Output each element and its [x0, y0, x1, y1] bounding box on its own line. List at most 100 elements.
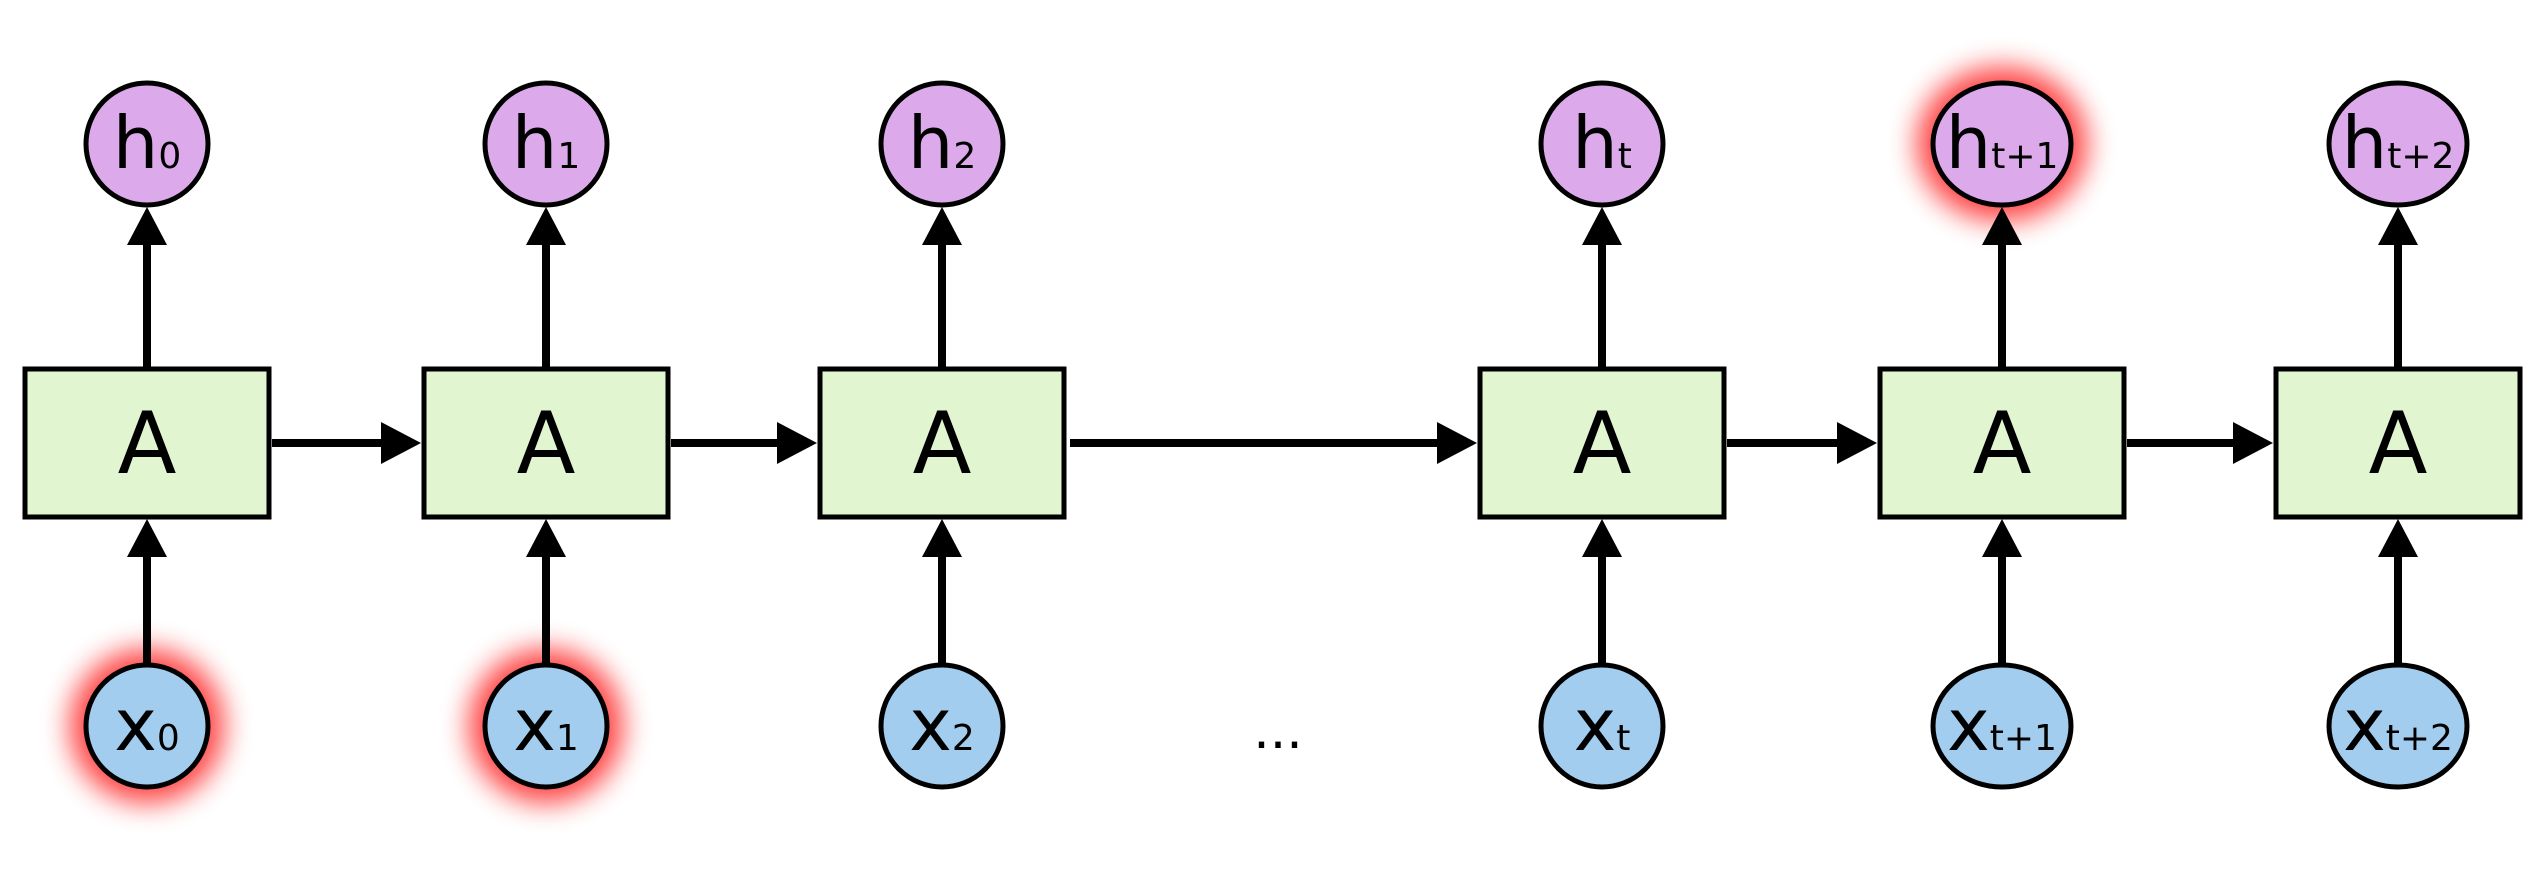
h-node-2-base: h [908, 101, 954, 185]
rnn-cell-0-box [22, 366, 272, 520]
x-node-3-subscript: t [1616, 718, 1630, 759]
rnn-cell-5-label: A [2369, 394, 2428, 494]
x-node-2-base: x [909, 683, 952, 767]
recurrent-arrow-1 [671, 422, 817, 464]
x-node-5-circle [2326, 662, 2470, 790]
output-node-3: ht [1538, 80, 1666, 208]
output-node-2: h2 [878, 80, 1006, 208]
x-node-4-label: xt+1 [1947, 683, 2057, 767]
rnn-cell-5: A [2273, 366, 2523, 520]
input-arrow-1 [526, 519, 566, 665]
output-arrow-1 [526, 207, 566, 369]
input-arrow-2 [922, 519, 962, 665]
h-node-0-subscript: 0 [158, 136, 181, 177]
input-arrow-4 [1982, 519, 2022, 665]
recurrent-arrow-2 [1070, 422, 1477, 464]
rnn-cell-1-box [421, 366, 671, 520]
output-arrow-4 [1982, 207, 2022, 369]
h-node-0-circle [83, 80, 211, 208]
input-node-0: x0 [83, 662, 211, 790]
h-node-1-label: h1 [512, 101, 581, 185]
h-node-3-label: ht [1572, 101, 1632, 185]
input-arrow-3 [1582, 519, 1622, 665]
rnn-cell-1-label: A [517, 394, 576, 494]
arrow-layer [127, 207, 2418, 665]
input-node-1: x1 [482, 662, 610, 790]
x-node-0-circle [83, 662, 211, 790]
recurrent-arrow-3 [1727, 422, 1877, 464]
x-node-1-base: x [513, 683, 556, 767]
rnn-cell-3: A [1477, 366, 1727, 520]
h-node-4-base: h [1946, 101, 1992, 185]
x-node-3-circle [1538, 662, 1666, 790]
input-arrow-0 [127, 519, 167, 665]
glow-layer [70, 67, 2087, 803]
x-node-4-circle [1930, 662, 2074, 790]
h-node-3-subscript: t [1618, 136, 1632, 177]
input-node-2: x2 [878, 662, 1006, 790]
h-node-4-circle [1930, 80, 2074, 208]
h-node-0-base: h [113, 101, 159, 185]
rnn-cell-3-box [1477, 366, 1727, 520]
rnn-cell-3-label: A [1573, 394, 1632, 494]
rnn-cell-2-label: A [913, 394, 972, 494]
h-node-5-label: ht+2 [2342, 101, 2455, 185]
rnn-cell-4-label: A [1973, 394, 2032, 494]
rnn-cell-4: A [1877, 366, 2127, 520]
output-node-0: h0 [83, 80, 211, 208]
output-node-4: ht+1 [1930, 80, 2074, 208]
rnn-cell-0-label: A [118, 394, 177, 494]
h-node-1-subscript: 1 [557, 136, 580, 177]
output-arrow-3 [1582, 207, 1622, 369]
x-node-3-label: xt [1574, 683, 1631, 767]
h-node-3-circle [1538, 80, 1666, 208]
rnn-cell-0: A [22, 366, 272, 520]
output-arrow-5 [2378, 207, 2418, 369]
x-node-4-subscript: t+1 [1990, 718, 2057, 759]
h-node-3-base: h [1572, 101, 1618, 185]
input-arrow-5 [2378, 519, 2418, 665]
h-node-2-label: h2 [908, 101, 977, 185]
h-node-4-subscript: t+1 [1991, 136, 2058, 177]
x-node-0-subscript: 0 [157, 718, 180, 759]
h-node-2-subscript: 2 [953, 136, 976, 177]
output-arrow-2 [922, 207, 962, 369]
rnn-cell-2-box [817, 366, 1067, 520]
output-arrow-0 [127, 207, 167, 369]
recurrent-arrow-4 [2127, 422, 2273, 464]
h-node-0-label: h0 [113, 101, 182, 185]
rnn-cell-1: A [421, 366, 671, 520]
rnn-cell-5-box [2273, 366, 2523, 520]
x-node-4-base: x [1947, 683, 1990, 767]
output-node-1: h1 [482, 80, 610, 208]
x-node-1-circle [482, 662, 610, 790]
x-node-2-circle [878, 662, 1006, 790]
ellipsis: ... [1253, 701, 1303, 761]
recurrent-arrow-0 [272, 422, 421, 464]
h-node-2-circle [878, 80, 1006, 208]
output-node-5: ht+2 [2326, 80, 2470, 208]
rnn-cell-2: A [817, 366, 1067, 520]
h-node-5-circle [2326, 80, 2470, 208]
input-node-3: xt [1538, 662, 1666, 790]
h-node-1-circle [482, 80, 610, 208]
input-node-4: xt+1 [1930, 662, 2074, 790]
h-node-4-label: ht+1 [1946, 101, 2059, 185]
x-node-1-subscript: 1 [556, 718, 579, 759]
x-node-0-label: x0 [114, 683, 180, 767]
x-node-2-label: x2 [909, 683, 975, 767]
input-node-5: xt+2 [2326, 662, 2470, 790]
x-node-5-base: x [2343, 683, 2386, 767]
x-node-5-subscript: t+2 [2386, 718, 2453, 759]
h-node-5-subscript: t+2 [2387, 136, 2454, 177]
x-node-1-label: x1 [513, 683, 579, 767]
h-node-5-base: h [2342, 101, 2388, 185]
x-node-2-subscript: 2 [952, 718, 975, 759]
rnn-cell-4-box [1877, 366, 2127, 520]
x-node-0-base: x [114, 683, 157, 767]
h-node-1-base: h [512, 101, 558, 185]
x-node-3-base: x [1574, 683, 1617, 767]
x-node-5-label: xt+2 [2343, 683, 2453, 767]
